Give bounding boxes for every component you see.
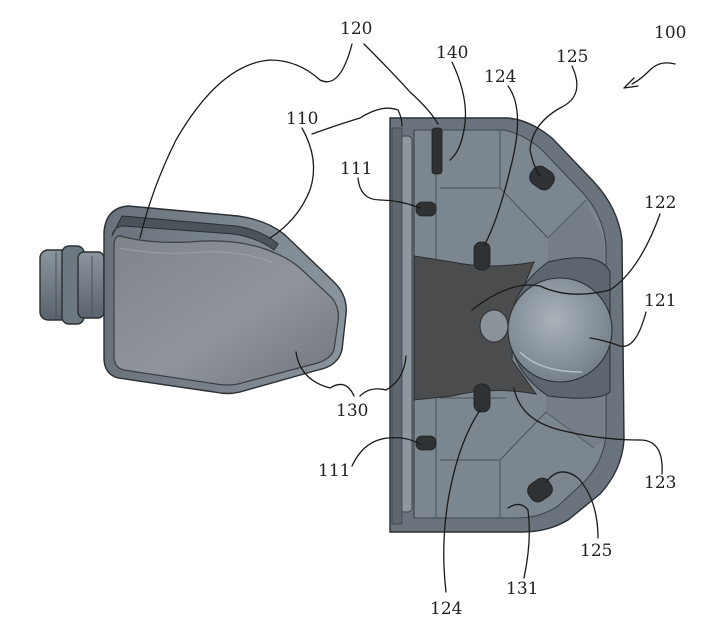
ref-140: 140 [436,43,468,63]
ref-100: 100 [654,23,686,43]
mirror-top-rim [111,215,279,251]
rib-124-bottom [473,383,491,413]
ref-125-bottom: 125 [580,541,612,561]
ref-111-bottom: 111 [318,461,350,481]
leader-lines [139,43,676,593]
ref-125-top: 125 [556,47,588,67]
ref-131: 131 [506,579,538,599]
pin-hole-111-top [415,201,437,217]
ref-124-bottom: 124 [430,599,462,619]
ref-111-top: 111 [340,159,372,179]
rib-124-top [473,241,491,271]
pivot-boss [479,309,509,343]
ball-socket [507,257,613,399]
boss-125-bottom [527,477,553,503]
boss-125-top [529,165,555,191]
ref-130: 130 [336,401,368,421]
ref-120: 120 [340,19,372,39]
ref-124-top: 124 [484,67,516,87]
base-housing [389,117,625,533]
mirror-glass [113,235,339,386]
ref-121: 121 [644,291,676,311]
reference-numerals: 100 120 140 124 125 110 111 122 121 130 … [286,19,686,619]
mounting-stem [39,245,105,325]
pin-hole-111-bottom [415,435,437,451]
ref-123: 123 [644,473,676,493]
ref-110: 110 [286,109,318,129]
mirror-assembly [39,205,347,395]
slot-140 [431,127,443,175]
ref-122: 122 [644,193,676,213]
